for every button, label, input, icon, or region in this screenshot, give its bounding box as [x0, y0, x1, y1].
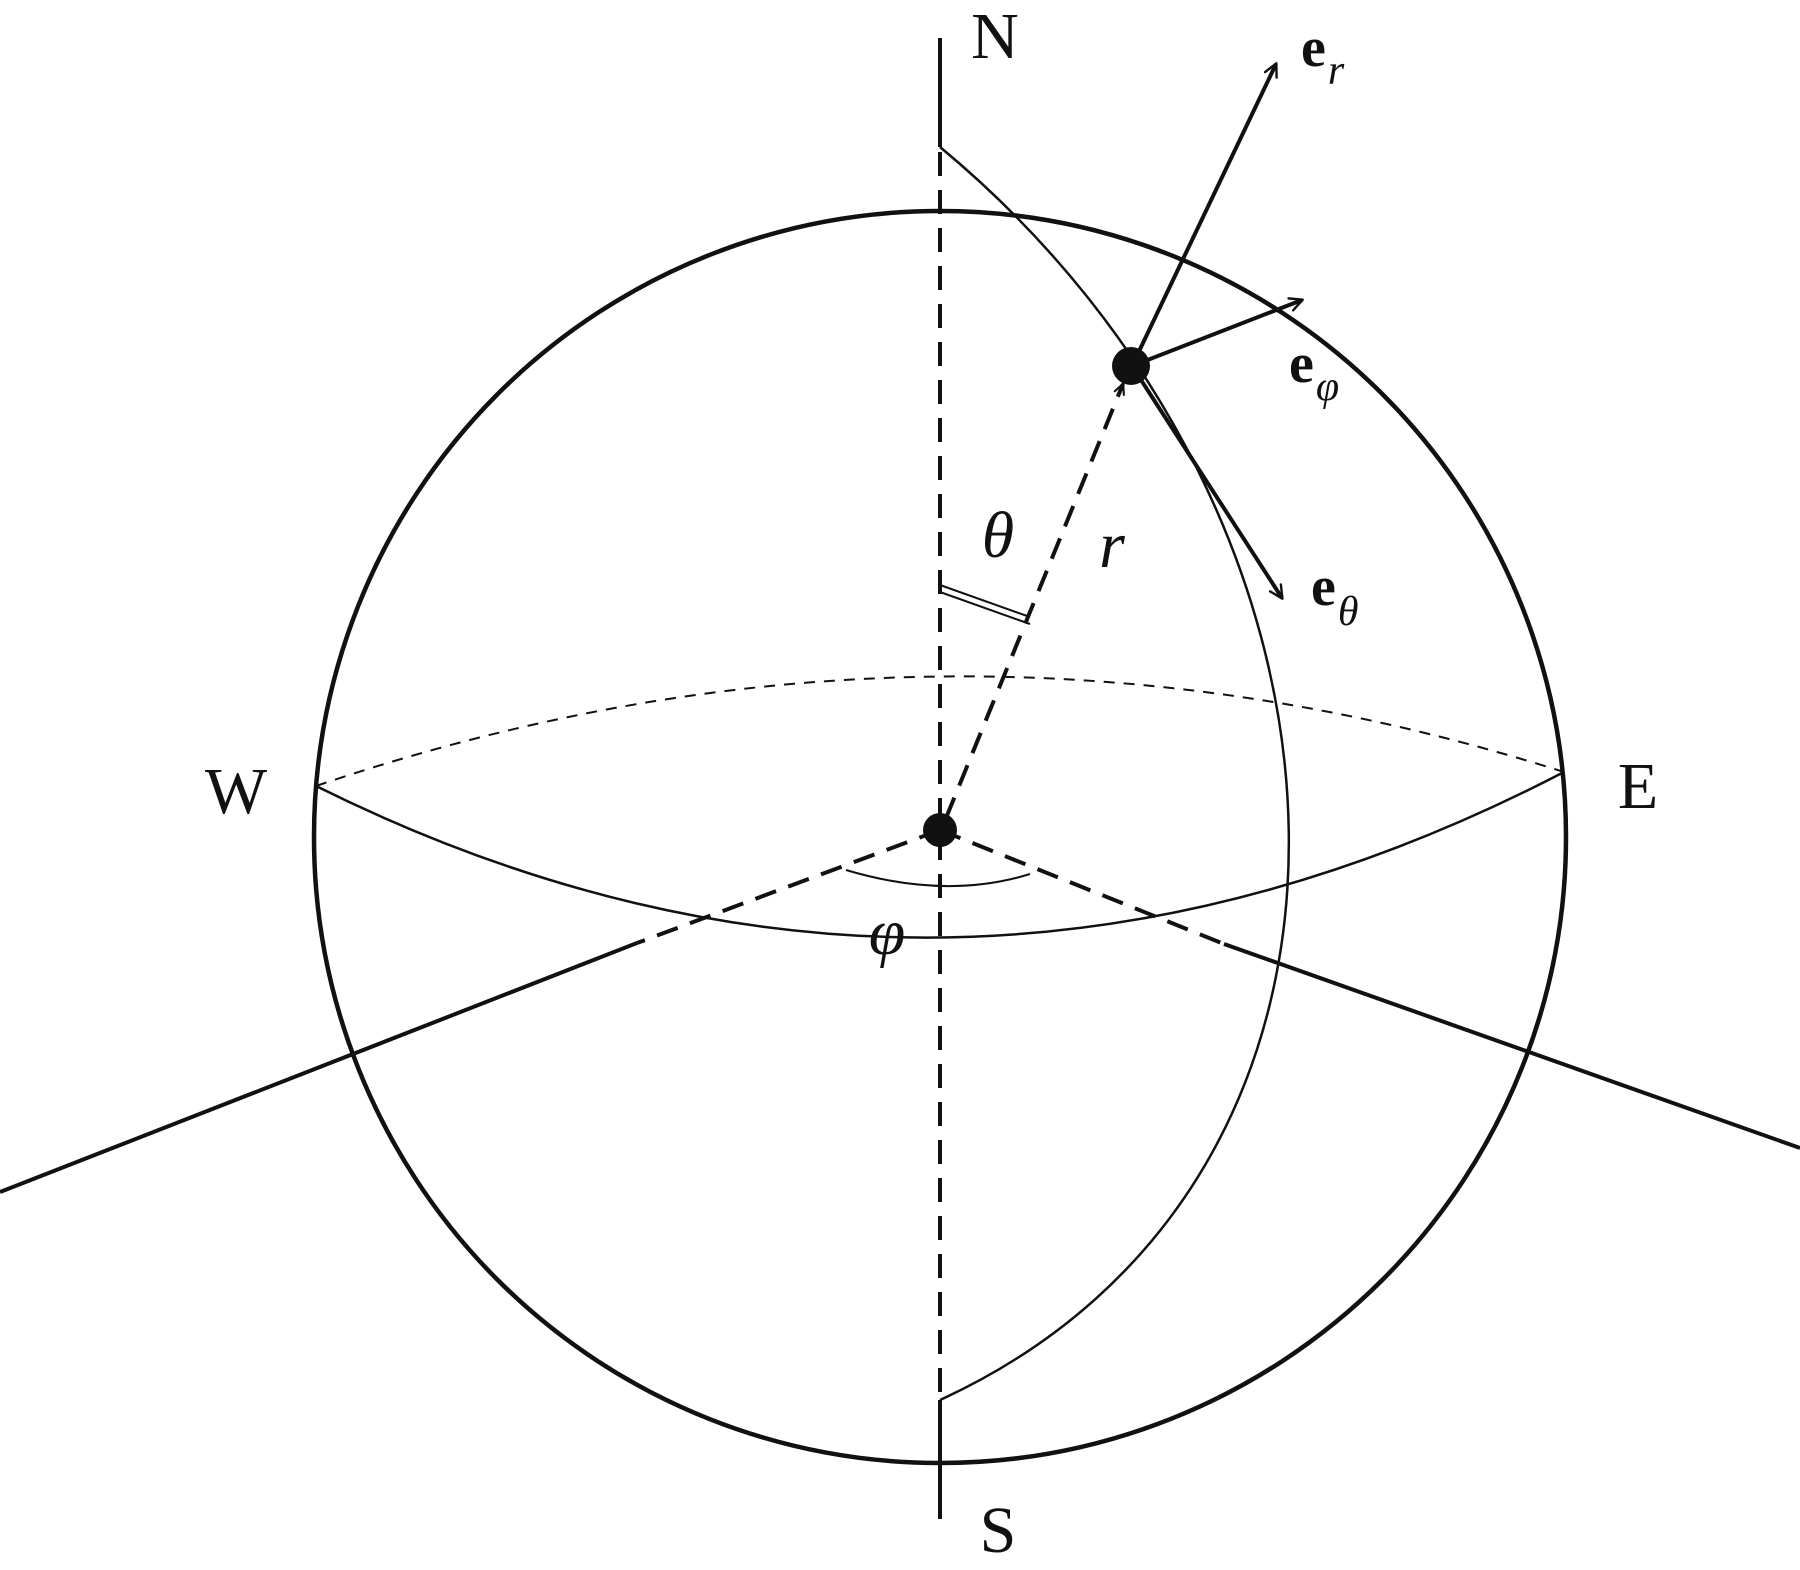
e-theta-label: eθ [1311, 556, 1359, 635]
e-theta-vector [1130, 364, 1284, 600]
e-phi-vector [1131, 297, 1304, 368]
e-phi-subscript: φ [1316, 364, 1339, 410]
south-label: S [980, 1494, 1017, 1567]
e-theta-subscript: θ [1338, 589, 1359, 635]
phi-label: φ [869, 896, 906, 969]
north-label: N [971, 0, 1019, 73]
x-axis-outer [0, 941, 638, 1194]
theta-label: θ [982, 499, 1014, 572]
e-phi-label: eφ [1289, 333, 1339, 410]
e-phi-base: e [1289, 333, 1314, 395]
e-r-label: er [1301, 17, 1345, 94]
theta-angle-marker-1 [939, 584, 1031, 618]
radius-label: r [1099, 509, 1125, 582]
theta-angle-marker-2 [939, 591, 1031, 625]
e-theta-base: e [1311, 556, 1336, 618]
x-axis-inner-dashed [636, 828, 941, 945]
equator-front [315, 770, 1565, 939]
e-r-base: e [1301, 17, 1326, 79]
e-r-subscript: r [1328, 48, 1345, 94]
west-label: W [205, 755, 268, 828]
phi-angle-arc [845, 869, 1031, 887]
e-r-vector [1130, 62, 1278, 367]
surface-point [1112, 347, 1150, 385]
east-label: E [1618, 750, 1658, 823]
y-axis-inner-dashed [939, 828, 1225, 946]
origin-point [923, 813, 957, 847]
radius-vector [944, 382, 1125, 819]
meridian-curve [939, 146, 1291, 1402]
y-axis-outer [1223, 942, 1800, 1150]
